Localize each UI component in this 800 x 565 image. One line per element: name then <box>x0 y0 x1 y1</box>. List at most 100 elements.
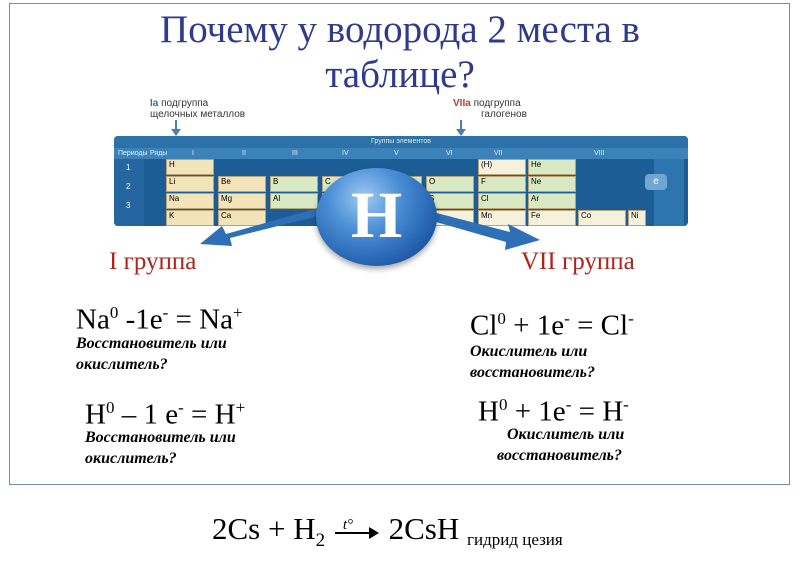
group-label-left: I группа <box>109 248 197 275</box>
group-header-3: III <box>292 150 298 157</box>
question-h-plus-line2: окислитель? <box>85 450 177 467</box>
reaction-lhs: 2Cs + H <box>212 511 316 546</box>
eq-part: H <box>85 398 106 431</box>
group-header-6: VI <box>446 150 453 157</box>
eq-sup: + <box>235 398 246 417</box>
eq-sup: - <box>565 395 572 414</box>
eq-part: -1e <box>118 303 163 336</box>
eq-part: = Na <box>168 303 233 336</box>
element-cell: Ne <box>528 176 576 192</box>
slide-title-line1: Почему у водорода 2 места в <box>160 8 640 51</box>
eq-sup: + <box>232 303 243 322</box>
eq-sup: - <box>162 303 169 322</box>
group-header-5: V <box>394 150 399 157</box>
eq-part: Na <box>76 303 110 336</box>
left-arrow-icon <box>200 206 330 246</box>
eq-part: = H <box>571 395 624 428</box>
eq-part: + 1e <box>507 395 566 428</box>
period-1: 1 <box>126 163 131 172</box>
hydrogen-sphere: H <box>316 168 437 266</box>
eq-sup: 0 <box>498 395 508 414</box>
period-2: 2 <box>126 182 131 191</box>
periodic-table-header: Группы элементов <box>114 136 688 148</box>
eq-part: = Cl <box>569 309 629 342</box>
element-cell: F <box>478 176 526 192</box>
corner-label-periods: Периоды <box>118 150 148 157</box>
question-cl-line1: Окислитель или <box>470 343 588 360</box>
eq-sup: 0 <box>105 398 115 417</box>
question-na-line2: окислитель? <box>76 356 168 373</box>
element-cell: Co <box>578 210 626 226</box>
period-3: 3 <box>126 201 131 210</box>
element-cell: Li <box>166 176 214 192</box>
group-label-right: VII группа <box>521 248 635 275</box>
subgroup-right-arrow-icon <box>456 120 466 136</box>
element-cell: Mg <box>218 193 266 209</box>
reaction-arrow-icon: t° <box>334 517 379 542</box>
eq-sup: - <box>623 395 629 414</box>
question-cl-line2: восстановитель? <box>470 364 595 381</box>
element-cell: Al <box>270 193 318 209</box>
question-h-minus-line1: Окислитель или <box>507 426 625 443</box>
corner-label-rows: Ряды <box>150 150 168 157</box>
element-cell: Ni <box>628 210 646 226</box>
element-cell: Fe <box>528 210 576 226</box>
periodic-table-side-panel <box>654 159 684 226</box>
reaction-lhs-sub: 2 <box>315 530 326 552</box>
slide-title-line2: таблице? <box>325 53 475 96</box>
subgroup-left-label: Ia подгруппа щелочных металлов <box>150 98 245 120</box>
element-cell: H <box>166 159 214 175</box>
element-cell: Mn <box>478 210 526 226</box>
eq-part: = H <box>183 398 236 431</box>
eq-part: – 1 e <box>114 398 179 431</box>
subgroup-left-text2: щелочных металлов <box>150 109 246 120</box>
element-cell: Ca <box>218 210 266 226</box>
reaction-equation: 2Cs + H2 t° 2CsH гидрид цезия <box>212 512 563 558</box>
element-cell: Cl <box>478 193 526 209</box>
group-header-7: VII <box>494 150 503 157</box>
e-icon: e <box>645 174 667 190</box>
element-cell: Be <box>218 176 266 192</box>
subgroup-left-text1: подгруппа <box>161 98 209 109</box>
element-cell: O <box>426 176 474 192</box>
subgroup-right-text1: подгруппа <box>473 98 521 109</box>
reaction-rhs: 2CsH <box>388 511 460 546</box>
eq-sup: 0 <box>109 303 119 322</box>
slide-frame <box>9 3 790 485</box>
element-cell: Na <box>166 193 214 209</box>
subgroup-right-text2: галогенов <box>481 109 527 120</box>
subgroup-left-code: Ia <box>150 98 159 109</box>
eq-sup: - <box>564 309 570 328</box>
question-na-line1: Восстановитель или <box>76 335 227 352</box>
equation-cl: Cl0 + 1e- = Cl- <box>470 302 634 343</box>
group-header-1: I <box>192 150 194 157</box>
question-h-minus-line2: восстановитель? <box>497 447 622 464</box>
subgroup-right-code: VIIa <box>453 98 471 109</box>
period-column: 1 2 3 <box>114 159 144 226</box>
reaction-caption: гидрид цезия <box>467 530 563 549</box>
eq-sup: 0 <box>497 309 506 328</box>
subgroup-right-label: VIIa подгруппа галогенов <box>453 98 527 120</box>
subgroup-left-arrow-icon <box>171 120 181 136</box>
element-cell: K <box>166 210 214 226</box>
reaction-condition: t° <box>342 516 354 533</box>
eq-part: Cl <box>470 309 498 342</box>
group-header-8: VIII <box>594 150 605 157</box>
element-cell: Ar <box>528 193 576 209</box>
right-arrow-icon <box>422 210 540 250</box>
equation-na: Na0 -1e- = Na+ <box>76 296 243 337</box>
equation-h-minus: H0 + 1e- = H- <box>478 388 629 429</box>
eq-part: + 1e <box>505 309 565 342</box>
equation-h-plus: H0 – 1 e- = H+ <box>85 391 245 432</box>
eq-part: H <box>478 395 499 428</box>
element-cell: He <box>528 159 576 175</box>
group-header-4: IV <box>342 150 349 157</box>
periodic-table-group-row: Периоды Ряды I II III IV V VI VII VIII <box>114 148 688 159</box>
element-cell: (H) <box>478 159 526 175</box>
group-header-2: II <box>242 150 246 157</box>
eq-sup: - <box>628 309 634 328</box>
eq-sup: - <box>178 398 184 417</box>
element-cell: B <box>270 176 318 192</box>
hydrogen-symbol: H <box>350 179 403 252</box>
